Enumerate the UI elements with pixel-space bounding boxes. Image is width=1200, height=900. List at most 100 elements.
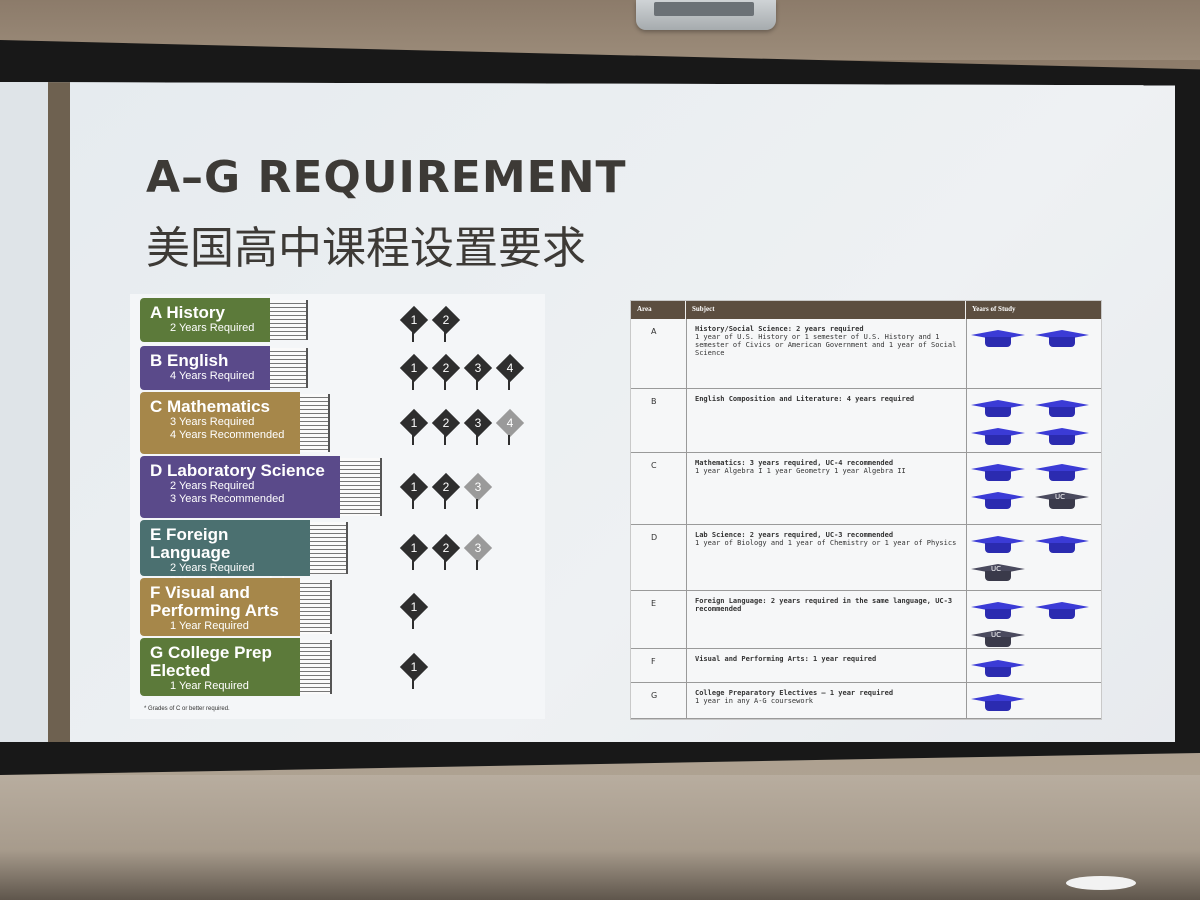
- book-pages: [270, 300, 308, 340]
- diamond-year-1: 1: [400, 306, 428, 342]
- table-row-b: B English Composition and Literature: 4 y…: [631, 389, 1101, 453]
- row-area: E: [651, 599, 657, 608]
- uc-grad-cap-icon: UC: [1035, 489, 1089, 511]
- row-area: F: [651, 657, 656, 666]
- tassel-icon: [444, 332, 446, 342]
- subject-requirement: English Composition and Literature: 4 ye…: [695, 395, 915, 403]
- diamond-year-1: 1: [400, 409, 428, 445]
- diamond-number: 1: [410, 416, 418, 430]
- tassel-icon: [412, 332, 414, 342]
- diamond-year-3: 3: [464, 534, 492, 570]
- diamond-year-1: 1: [400, 593, 428, 629]
- header-subject: Subject: [686, 301, 966, 319]
- diamond-number: 2: [442, 361, 450, 375]
- row-subject: College Preparatory Electives – 1 year r…: [695, 689, 965, 705]
- book-requirement: 3 Years Required: [170, 416, 255, 428]
- tassel-icon: [476, 499, 478, 509]
- grad-cap-icon: [1035, 533, 1089, 555]
- book-pages: [300, 394, 330, 452]
- diamond-year-2: 2: [432, 473, 460, 509]
- tassel-icon: [476, 560, 478, 570]
- projector: [636, 0, 776, 30]
- subject-detail: 1 year Algebra I 1 year Geometry 1 year …: [695, 467, 906, 475]
- table-row-f: F Visual and Performing Arts: 1 year requ…: [631, 649, 1101, 683]
- subject-requirement: Visual and Performing Arts: 1 year requi…: [695, 655, 877, 663]
- diamond-year-4: 4: [496, 354, 524, 390]
- row-subject: English Composition and Literature: 4 ye…: [695, 395, 965, 403]
- tassel-icon: [412, 619, 414, 629]
- tassel-icon: [412, 499, 414, 509]
- tassel-icon: [508, 435, 510, 445]
- year-diamonds: 1: [400, 653, 428, 689]
- tassel-icon: [444, 380, 446, 390]
- grad-cap-icon: [971, 691, 1025, 713]
- diamond-number: 1: [410, 480, 418, 494]
- diamond-year-2: 2: [432, 354, 460, 390]
- diamond-number: 2: [442, 480, 450, 494]
- subject-requirement: Lab Science: 2 years required, UC-3 reco…: [695, 531, 894, 539]
- subject-detail: 1 year of Biology and 1 year of Chemistr…: [695, 539, 957, 547]
- table-row-e: E Foreign Language: 2 years required in t…: [631, 591, 1101, 649]
- diamond-year-2: 2: [432, 534, 460, 570]
- book-requirement: 2 Years Required: [170, 322, 255, 334]
- header-years: Years of Study: [972, 305, 1016, 313]
- grad-cap-icon: [971, 533, 1025, 555]
- slide-title: A–G REQUIREMENT: [146, 152, 627, 203]
- divider: [966, 389, 967, 452]
- diamond-year-2: 2: [432, 306, 460, 342]
- book-requirement: 1 Year Required: [170, 620, 249, 632]
- book-title: E Foreign Language: [150, 525, 231, 562]
- grad-cap-icon: [971, 425, 1025, 447]
- row-subject: Mathematics: 3 years required, UC-4 reco…: [695, 459, 965, 475]
- divider: [686, 525, 687, 590]
- subject-requirement: College Preparatory Electives – 1 year r…: [695, 689, 894, 697]
- divider: [966, 683, 967, 718]
- row-area: B: [651, 397, 657, 406]
- projection-screen: A–G REQUIREMENT 美国高中课程设置要求 * Grades of C…: [0, 82, 1175, 742]
- book-title: F Visual and Performing Arts: [150, 583, 279, 620]
- grad-cap-icon: [971, 657, 1025, 679]
- diamond-number: 2: [442, 541, 450, 555]
- book-pages: [270, 348, 308, 388]
- book-pages: [340, 458, 382, 516]
- years-of-study: UC: [971, 533, 1101, 583]
- row-subject: Lab Science: 2 years required, UC-3 reco…: [695, 531, 965, 547]
- year-diamonds: 1: [400, 593, 428, 629]
- book-title: A History: [150, 303, 225, 322]
- book-requirement: 1 Year Required: [170, 680, 249, 692]
- book-pages: [300, 580, 332, 634]
- tassel-icon: [476, 435, 478, 445]
- tassel-icon: [412, 560, 414, 570]
- row-area: A: [651, 327, 657, 336]
- row-subject: Foreign Language: 2 years required in th…: [695, 597, 965, 613]
- diamond-year-2: 2: [432, 409, 460, 445]
- lower-wall: [0, 775, 1200, 900]
- subject-requirement: Foreign Language: 2 years required in th…: [695, 597, 953, 613]
- diamond-year-3: 3: [464, 354, 492, 390]
- grad-cap-icon: [971, 397, 1025, 419]
- diamond-number: 3: [474, 541, 482, 555]
- diamond-year-3: 3: [464, 409, 492, 445]
- diamond-year-3: 3: [464, 473, 492, 509]
- years-of-study: [971, 691, 1101, 713]
- subject-requirement: Mathematics: 3 years required, UC-4 reco…: [695, 459, 894, 467]
- diamond-number: 1: [410, 313, 418, 327]
- years-of-study: [971, 397, 1101, 447]
- uc-label: UC: [991, 631, 1002, 639]
- book-requirement: 3 Years Recommended: [170, 493, 285, 505]
- footnote: * Grades of C or better required.: [144, 706, 230, 712]
- grad-cap-icon: [971, 327, 1025, 349]
- slide: A–G REQUIREMENT 美国高中课程设置要求 * Grades of C…: [70, 82, 1175, 742]
- diamond-number: 2: [442, 416, 450, 430]
- book-requirement: 2 Years Required: [170, 562, 255, 574]
- book-pages: [310, 522, 348, 574]
